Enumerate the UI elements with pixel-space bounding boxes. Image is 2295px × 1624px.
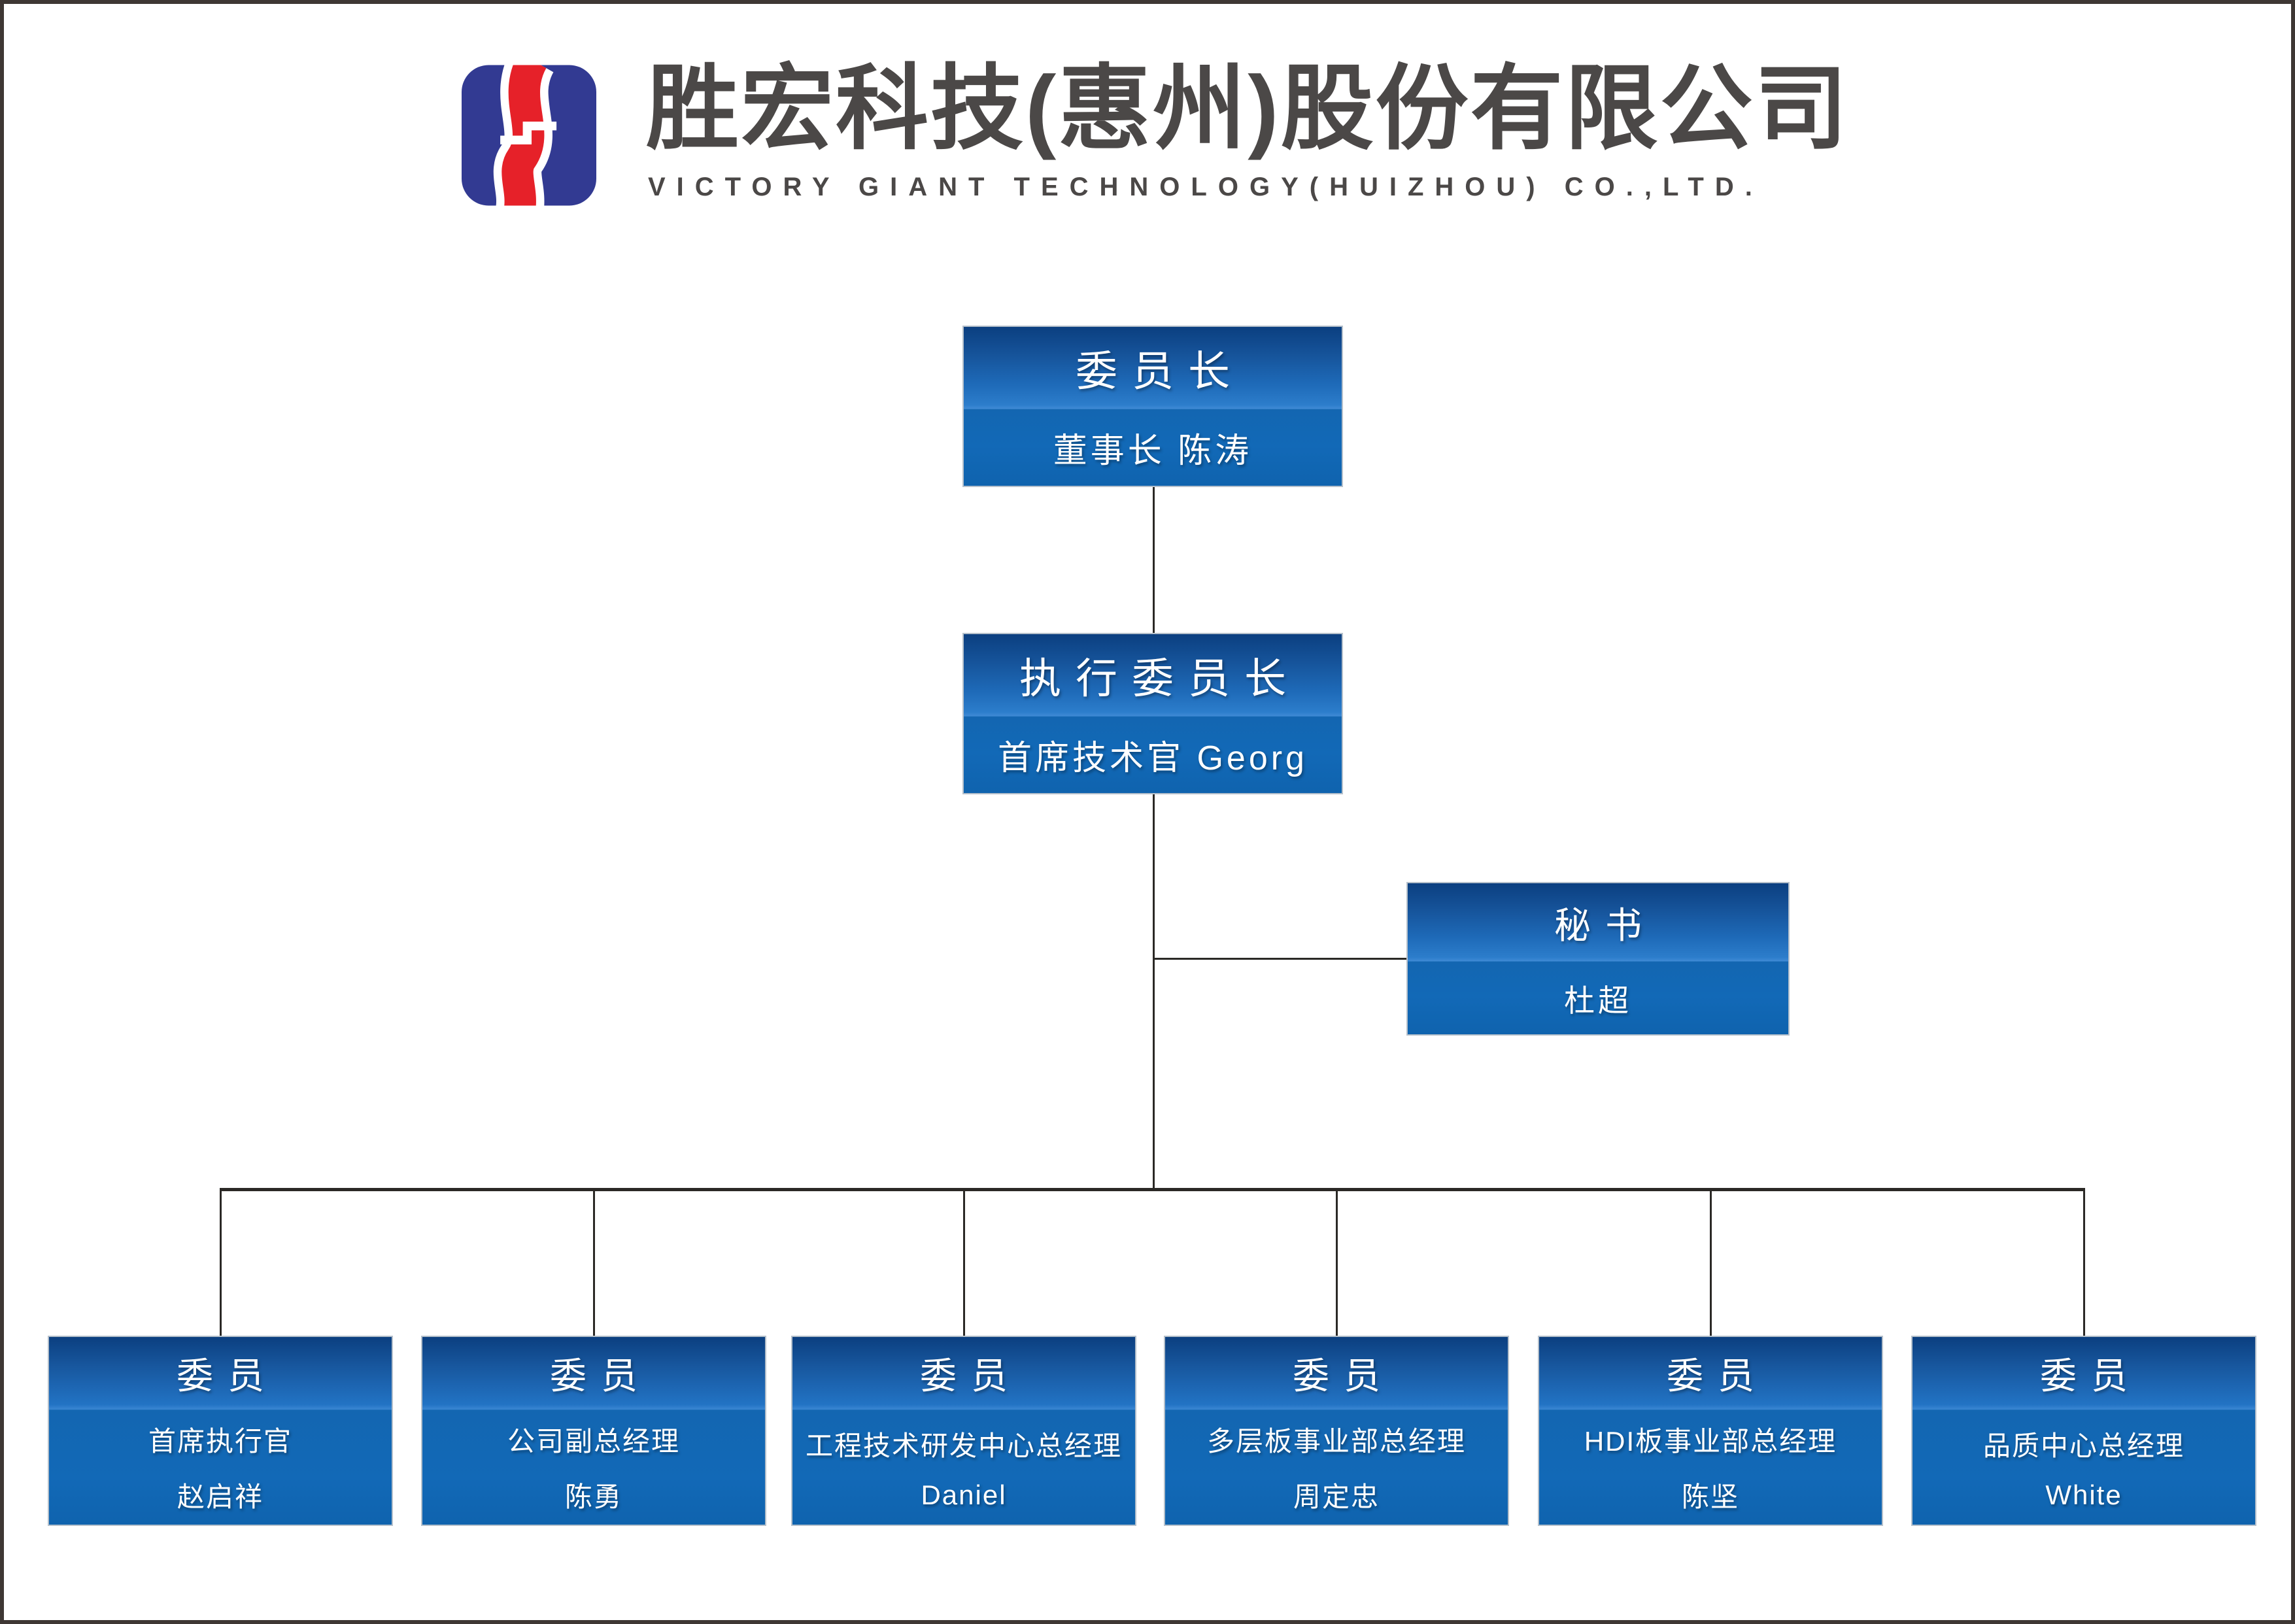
connector-drop-member-2	[593, 1191, 595, 1336]
connector-exec-to-distribution	[1153, 794, 1155, 1190]
node-member-5-title: 委员	[1667, 1355, 1769, 1397]
company-name-zh: 胜宏科技(惠州)股份有限公司	[646, 57, 1850, 161]
node-member-4-role: 多层板事业部总经理	[1206, 1426, 1466, 1457]
node-chairman-subtitle: 董事长 陈涛	[1053, 432, 1253, 471]
connector-distribution-bar	[220, 1188, 2085, 1191]
node-secretary: 秘书 杜超	[1406, 882, 1790, 1036]
node-member-4: 委员 多层板事业部总经理 周定忠	[1164, 1336, 1509, 1526]
node-member-1-name: 赵启祥	[177, 1481, 264, 1513]
node-member-1: 委员 首席执行官 赵启祥	[48, 1336, 393, 1526]
node-secretary-subtitle: 杜超	[1564, 983, 1632, 1019]
node-member-5: 委员 HDI板事业部总经理 陈坚	[1538, 1336, 1883, 1526]
company-logo	[462, 64, 596, 207]
node-member-5-role: HDI板事业部总经理	[1584, 1426, 1837, 1457]
node-secretary-title: 秘书	[1554, 904, 1656, 946]
company-name-en: VICTORY GIANT TECHNOLOGY(HUIZHOU) CO.,LT…	[648, 173, 1763, 201]
connector-chairman-to-exec	[1153, 487, 1155, 633]
node-member-4-name: 周定忠	[1293, 1481, 1380, 1513]
node-member-4-title: 委员	[1293, 1355, 1395, 1397]
node-member-6: 委员 品质中心总经理 White	[1911, 1336, 2256, 1526]
node-chairman: 委员长 董事长 陈涛	[962, 326, 1343, 487]
connector-drop-member-1	[220, 1191, 222, 1336]
node-exec-chairman-subtitle: 首席技术官 Georg	[998, 739, 1308, 778]
node-member-6-title: 委员	[2040, 1355, 2142, 1397]
node-member-3-role: 工程技术研发中心总经理	[805, 1430, 1122, 1461]
node-member-3: 委员 工程技术研发中心总经理 Daniel	[791, 1336, 1136, 1526]
node-member-6-role: 品质中心总经理	[1982, 1430, 2184, 1461]
victory-giant-s-monogram-icon	[462, 65, 596, 206]
node-member-1-title: 委员	[177, 1355, 279, 1397]
node-member-2-role: 公司副总经理	[507, 1426, 680, 1457]
node-member-1-role: 首席执行官	[148, 1426, 292, 1457]
node-chairman-title: 委员长	[1076, 348, 1244, 396]
node-member-5-name: 陈坚	[1681, 1481, 1739, 1513]
node-member-3-name: Daniel	[921, 1479, 1007, 1510]
connector-drop-member-4	[1336, 1191, 1338, 1336]
node-member-6-name: White	[2045, 1479, 2122, 1510]
node-member-2-name: 陈勇	[564, 1481, 622, 1513]
connector-drop-member-5	[1710, 1191, 1712, 1336]
node-exec-chairman: 执行委员长 首席技术官 Georg	[962, 633, 1343, 794]
connector-branch-to-secretary	[1155, 958, 1406, 960]
node-member-2-title: 委员	[550, 1355, 652, 1397]
node-member-3-title: 委员	[920, 1355, 1022, 1397]
node-exec-chairman-title: 执行委员长	[1019, 655, 1300, 703]
connector-drop-member-3	[963, 1191, 965, 1336]
node-member-2: 委员 公司副总经理 陈勇	[421, 1336, 766, 1526]
connector-drop-member-6	[2083, 1191, 2085, 1336]
